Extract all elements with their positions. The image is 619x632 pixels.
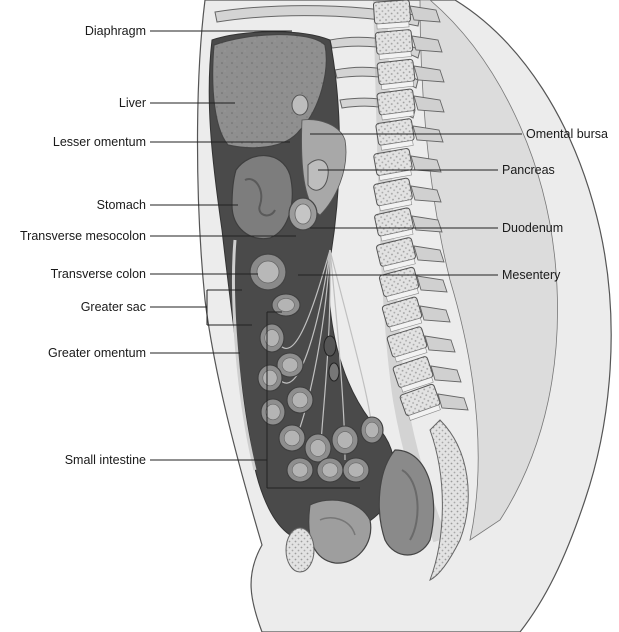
- label-duodenum: Duodenum: [502, 221, 563, 235]
- label-transverse-mesocolon: Transverse mesocolon: [20, 229, 146, 243]
- intestine-loop: [287, 458, 313, 482]
- label-stomach: Stomach: [97, 198, 146, 212]
- pubic-bone: [286, 528, 314, 572]
- intestine-loop: [272, 294, 300, 316]
- intestine-loop: [343, 458, 369, 482]
- intestine-loop: [317, 458, 343, 482]
- vena-cava: [329, 363, 339, 381]
- label-omental-bursa: Omental bursa: [526, 127, 608, 141]
- intestine-loop: [287, 387, 313, 413]
- gallbladder: [292, 95, 308, 115]
- intestine-loop: [279, 425, 305, 451]
- label-pancreas: Pancreas: [502, 163, 555, 177]
- label-greater-omentum: Greater omentum: [48, 346, 146, 360]
- label-diaphragm: Diaphragm: [85, 24, 146, 38]
- aorta: [324, 336, 336, 356]
- intestine-loop: [258, 365, 282, 391]
- label-lesser-omentum: Lesser omentum: [53, 135, 146, 149]
- label-mesentery: Mesentery: [502, 268, 561, 282]
- label-greater-sac: Greater sac: [81, 300, 146, 314]
- intestine-loop: [260, 324, 284, 352]
- label-liver: Liver: [119, 96, 146, 110]
- transverse-colon: [250, 254, 286, 290]
- intestine-loop: [261, 399, 285, 425]
- label-transverse-colon: Transverse colon: [51, 267, 146, 281]
- intestine-loop: [361, 417, 383, 443]
- intestine-loop: [332, 426, 358, 454]
- label-small-intestine: Small intestine: [65, 453, 146, 467]
